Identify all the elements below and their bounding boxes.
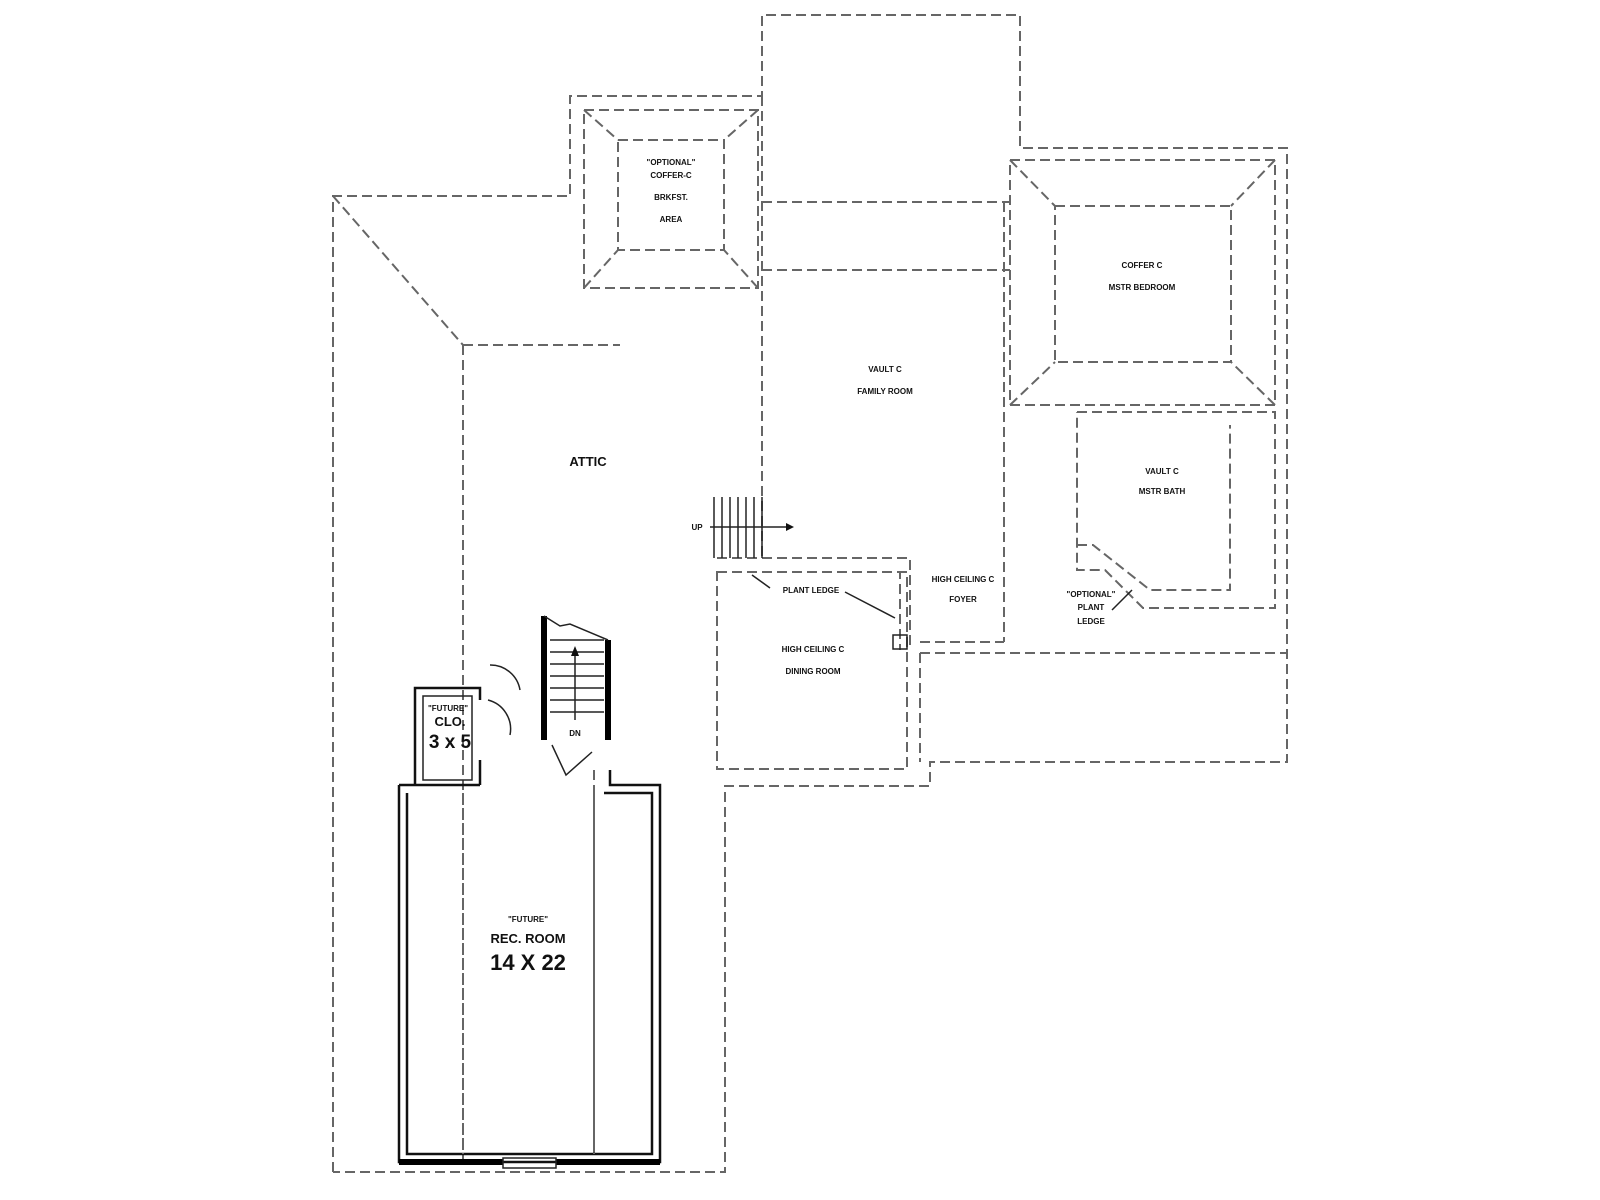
rec-room-label-2: REC. ROOM	[490, 931, 565, 946]
family-room-label-1: VAULT C	[868, 365, 902, 374]
stairs-down	[541, 615, 611, 777]
breakfast-label-1: "OPTIONAL"	[647, 158, 696, 167]
stairs-up	[710, 497, 794, 558]
master-bath-outline	[1076, 411, 1276, 611]
foyer-label-1: HIGH CEILING C	[932, 575, 995, 584]
optional-ledge-label-1: "OPTIONAL"	[1067, 590, 1116, 599]
master-bedroom-label-2: MSTR BEDROOM	[1109, 283, 1176, 292]
master-bedroom-label-1: COFFER C	[1122, 261, 1163, 270]
future-rec-room	[397, 770, 662, 1169]
future-closet	[413, 664, 521, 785]
rec-room-label-1: "FUTURE"	[508, 915, 548, 924]
closet-size-label: 3 x 5	[429, 732, 472, 753]
rec-room-size-label: 14 X 22	[490, 950, 566, 975]
dining-room-label-1: HIGH CEILING C	[782, 645, 845, 654]
up-label: UP	[691, 523, 703, 532]
master-bedroom-coffer	[1009, 159, 1276, 406]
breakfast-coffer	[583, 109, 759, 289]
closet-label-1: "FUTURE"	[428, 704, 468, 713]
foyer-label-2: FOYER	[949, 595, 977, 604]
optional-ledge-label-3: LEDGE	[1077, 617, 1105, 626]
dining-room-label-2: DINING ROOM	[785, 667, 840, 676]
master-bath-label-1: VAULT C	[1145, 467, 1179, 476]
foyer-dining-outline	[716, 557, 911, 770]
down-label: DN	[569, 729, 581, 738]
attic-label: ATTIC	[569, 454, 607, 469]
family-room-label-2: FAMILY ROOM	[857, 387, 913, 396]
breakfast-label-3: BRKFST.	[654, 193, 688, 202]
master-bath-label-2: MSTR BATH	[1139, 487, 1186, 496]
breakfast-label-2: COFFER-C	[650, 171, 692, 180]
room-labels: ATTIC UP DN "OPTIONAL" COFFER-C BRKFST. …	[428, 158, 1185, 975]
plant-ledge-label: PLANT LEDGE	[783, 586, 840, 595]
breakfast-label-4: AREA	[660, 215, 683, 224]
optional-ledge-label-2: PLANT	[1078, 603, 1105, 612]
closet-label-2: CLO.	[434, 714, 465, 729]
